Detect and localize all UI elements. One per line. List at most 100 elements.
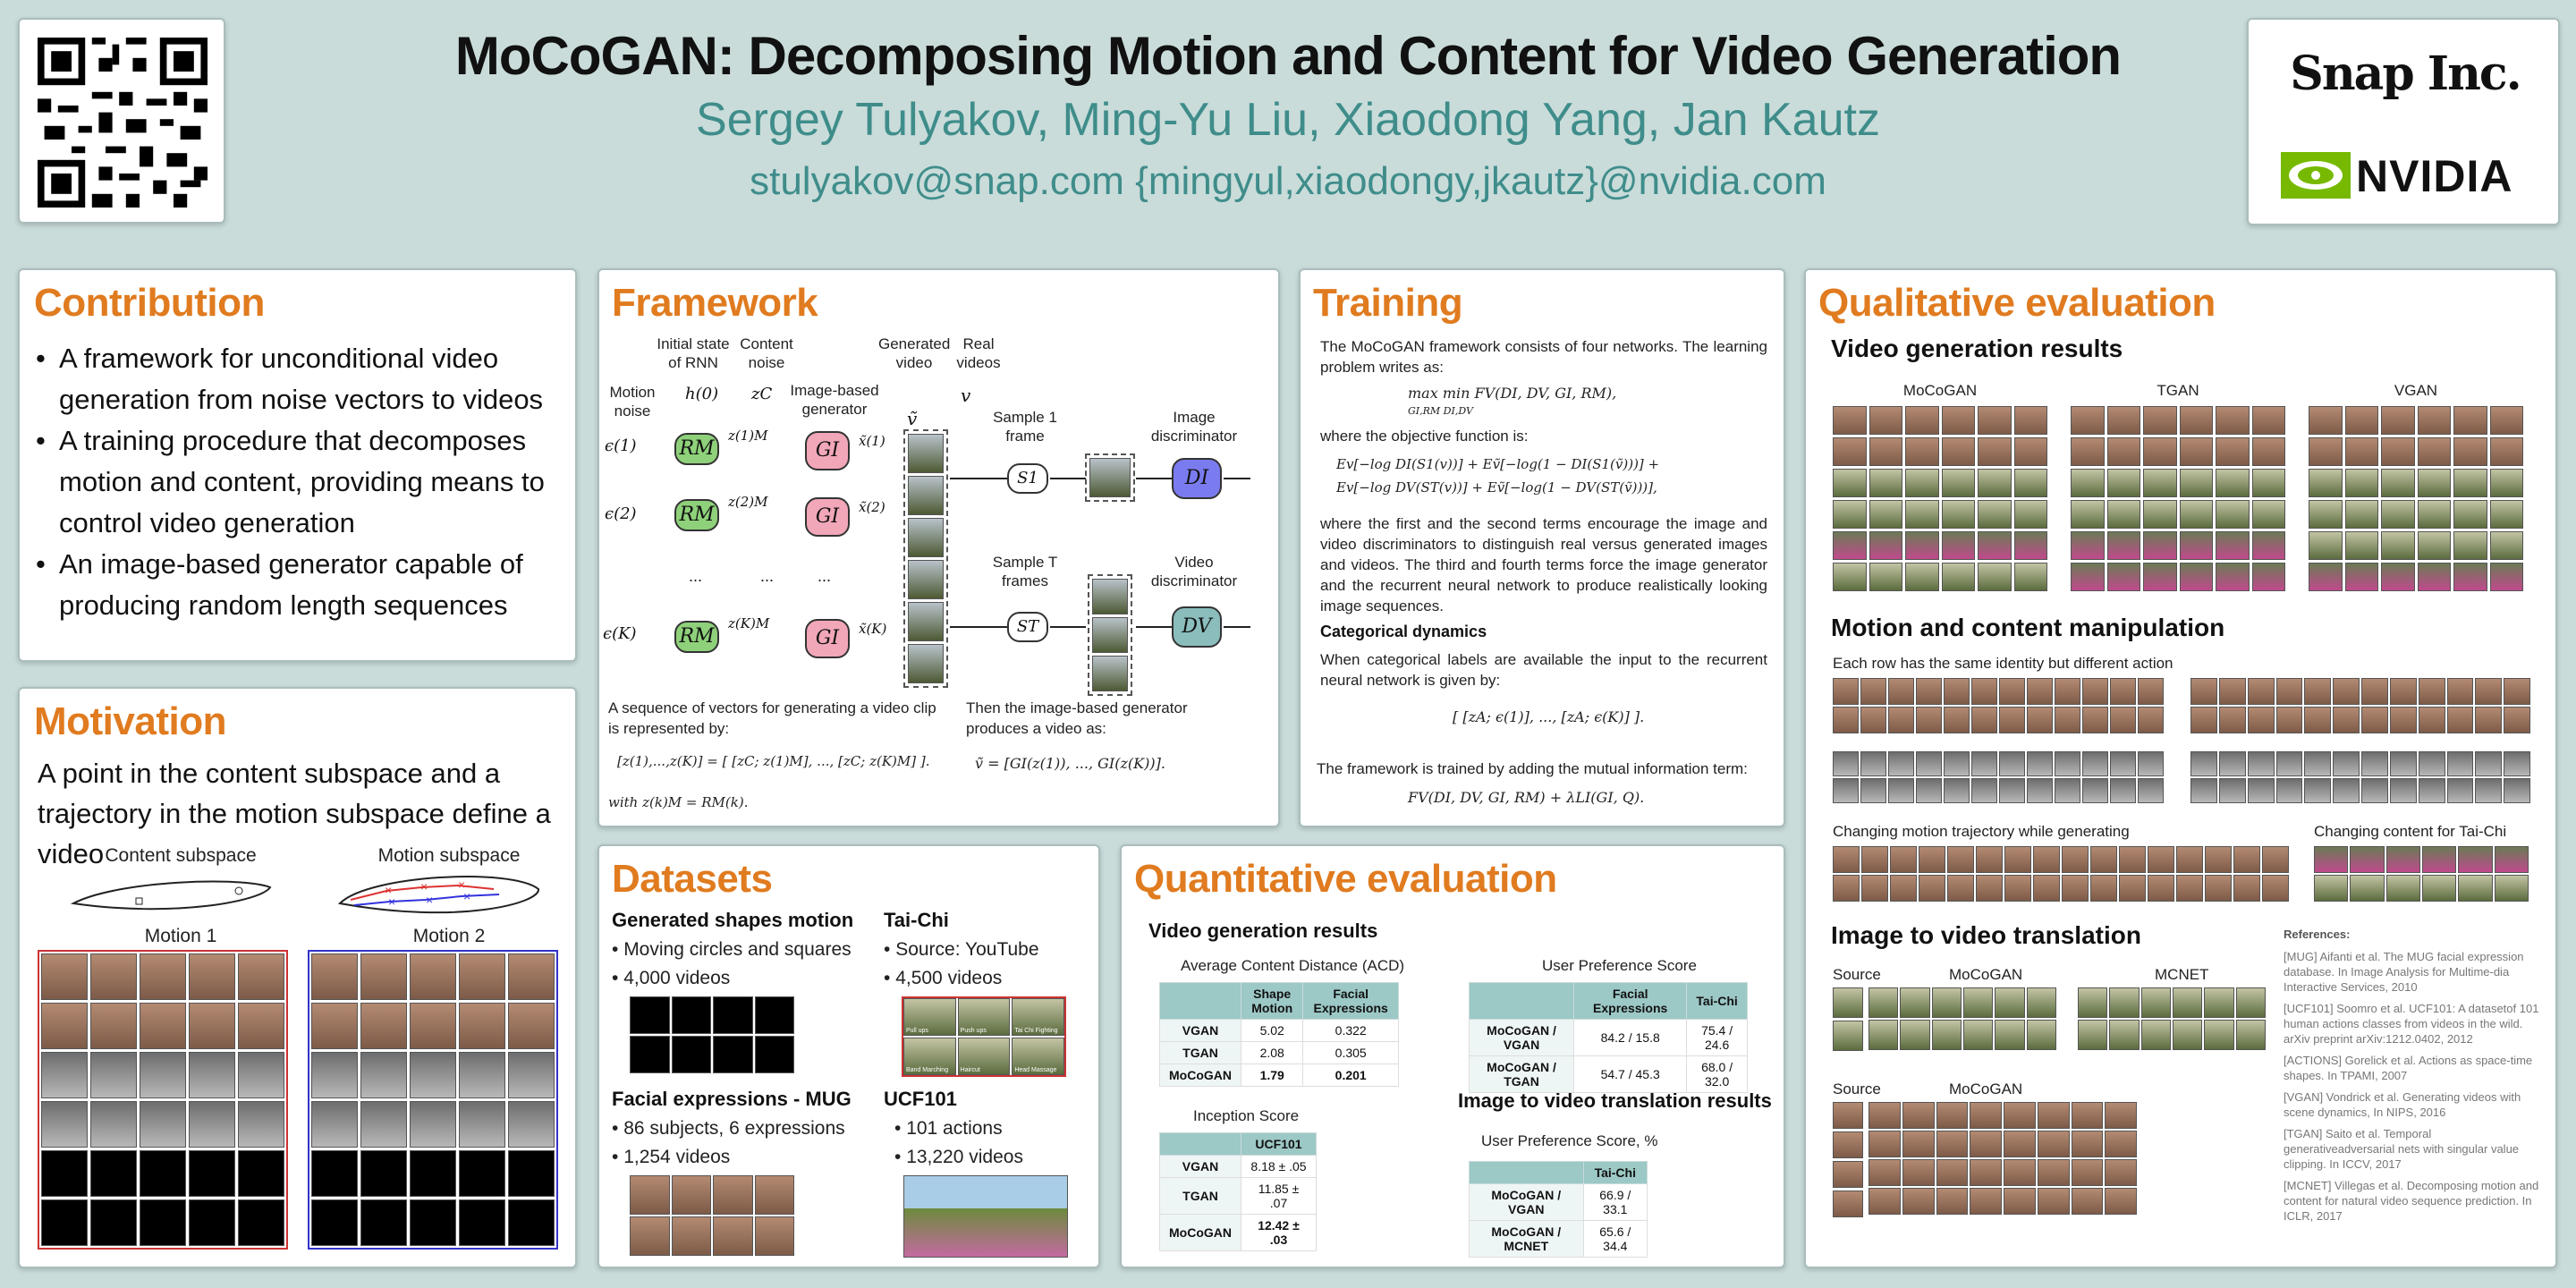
acd-cell: 0.322 [1302,1019,1399,1042]
i2v-title: Image to video translation [1831,921,2141,949]
ellipsis: ... [760,567,775,585]
reference-item: [MUG] Aifanti et al. The MUG facial expr… [2284,950,2524,994]
training-panel: Training The MoCoGAN framework consists … [1299,268,1785,827]
mc-actions-left [1833,751,2164,803]
references: References: [MUG] Aifanti et al. The MUG… [2284,927,2543,1224]
source-label: Source [1833,966,1881,983]
image-discriminator-box: DI [1172,458,1222,499]
arrow [1224,626,1250,628]
zm1-symbol: z(1)M [728,428,768,444]
is-cell: 8.18 ± .05 [1241,1155,1317,1178]
shapes-frames [630,996,794,1073]
taichi-caption: Band Marching [906,1067,949,1073]
image-generator-label: Image-based generator [790,382,879,418]
training-eq2b: Ev[−log DV(ST(v))] + Eṽ[−log(1 − DV(ST(ṽ… [1336,479,1657,496]
i2v-cell: MoCoGAN / MCNET [1469,1220,1584,1258]
is-cell: TGAN [1159,1177,1241,1215]
acd-cell: 0.201 [1302,1063,1399,1087]
h0-symbol: h(0) [685,385,719,403]
reference-item: [MCNET] Villegas et al. Decomposing moti… [2284,1179,2539,1223]
acd-cell: MoCoGAN [1159,1063,1241,1087]
taichi-item: • Source: YouTube [884,939,1039,960]
training-p1: The MoCoGAN framework consists of four n… [1320,338,1767,376]
vgan-grid [2309,406,2523,591]
categorical-title: Categorical dynamics [1320,623,1487,640]
video-generation-title: Video generation results [1831,335,2123,362]
qr-code-card [18,18,225,224]
i2v-source-frames [1833,987,1863,1051]
i2v-caption: User Preference Score, % [1481,1132,1658,1149]
ucf-title: UCF101 [884,1088,957,1110]
sampleT-label: Sample T frames [992,554,1058,589]
qr-code-icon [38,38,208,208]
generator-box: GI [805,619,850,658]
reference-item: [VGAN] Vondrick et al. Generating videos… [2284,1090,2521,1119]
mug-item: • 86 subjects, 6 expressions [612,1118,845,1139]
ucf-item: • 101 actions [894,1118,1003,1139]
arrow [1136,626,1172,628]
is-header [1159,1132,1241,1156]
emails: stulyakov@snap.com {mingyul,xiaodongy,jk… [750,159,1826,203]
quantitative-panel: Quantitative evaluation Video generation… [1120,844,1785,1268]
authors: Sergey Tulyakov, Ming-Yu Liu, Xiaodong Y… [696,94,1880,146]
poster-title: MoCoGAN: Decomposing Motion and Content … [454,26,2122,86]
training-p3: where the first and the second terms enc… [1320,515,1767,614]
framework-eq-left: [z(1),...,z(K)] = [ [zC; z(1)M], ..., [z… [617,753,930,769]
sampler1-box: S1 [1007,463,1048,494]
v-symbol: v [961,385,971,406]
shapes-item-text: 4,000 videos [623,968,731,988]
acd-caption: Average Content Distance (ACD) [1181,957,1405,974]
eps2-symbol: ϵ(2) [605,504,637,523]
zc-symbol: zC [751,385,773,403]
col-label-tgan: TGAN [2157,382,2199,399]
sample1-label: Sample 1 frame [993,409,1057,445]
mocogan-label: MoCoGAN [1949,966,2023,983]
svg-text:×: × [463,889,470,903]
i2v-mocogan-frames [1868,987,2056,1050]
acd-cell: VGAN [1159,1019,1241,1042]
initial-state-label: Initial state of RNN [657,335,730,371]
x2-symbol: x̃(2) [859,499,886,515]
arrow [950,478,1007,479]
rnn-box: RM [674,499,719,531]
is-caption: Inception Score [1193,1107,1300,1124]
training-eq1-sub: GI,RM DI,DV [1408,405,1473,417]
acd-header: Shape Motion [1240,982,1304,1020]
i2v-header [1469,1161,1584,1184]
contribution-item: A training procedure that decomposes mot… [36,420,564,544]
epsK-symbol: ϵ(K) [603,624,637,643]
content-change-label: Changing content for Tai-Chi [2314,823,2507,840]
quant-vg-title: Video generation results [1148,919,1378,942]
ucf-frame [903,1175,1068,1258]
motion-subspace-label: Motion subspace [377,845,521,866]
framework-eq-right: ṽ = [GI(z(1)), ..., GI(z(K))]. [975,755,1165,772]
motion-content-title: Motion and content manipulation [1831,614,2225,641]
svg-text:×: × [420,879,428,894]
ups-cell: 75.4 / 24.6 [1686,1019,1748,1056]
shapes-title: Generated shapes motion [612,909,854,931]
mug-item: • 1,254 videos [612,1147,731,1167]
training-eq3: [ [zA; ϵ(1)], ..., [zA; ϵ(K)] ]. [1453,708,1645,725]
nvidia-eye-icon [2281,152,2351,199]
i2v-header: Tai-Chi [1582,1161,1648,1184]
ups-cell: 68.0 / 32.0 [1686,1055,1748,1093]
v-tilde-symbol: ṽ [907,408,918,429]
contribution-item: A framework for unconditional video gene… [36,338,564,420]
logos-card: Snap Inc. NVIDIA [2247,18,2560,225]
arrow [1050,478,1086,479]
qualitative-title: Qualitative evaluation [1818,281,2216,325]
motion1-frames [38,950,288,1250]
mcnet-label: MCNET [2155,966,2209,983]
arrow [950,626,1007,628]
sampled-frame [1085,453,1135,502]
training-p4: When categorical labels are available th… [1320,651,1767,689]
taichi-caption: Push ups [960,1028,987,1034]
real-videos-label: Real videos [956,335,1001,371]
video-discriminator-label: Video discriminator [1150,554,1238,589]
training-eq4: FV(DI, DV, GI, RM) + λLI(GI, Q). [1408,789,1645,806]
rnn-box: RM [674,433,719,465]
reference-item: [ACTIONS] Gorelick et al. Actions as spa… [2284,1054,2533,1082]
taichi-item-text: 4,500 videos [895,968,1003,988]
acd-header: Facial Expressions [1302,982,1399,1020]
taichi-caption: Head Massage [1014,1067,1057,1073]
